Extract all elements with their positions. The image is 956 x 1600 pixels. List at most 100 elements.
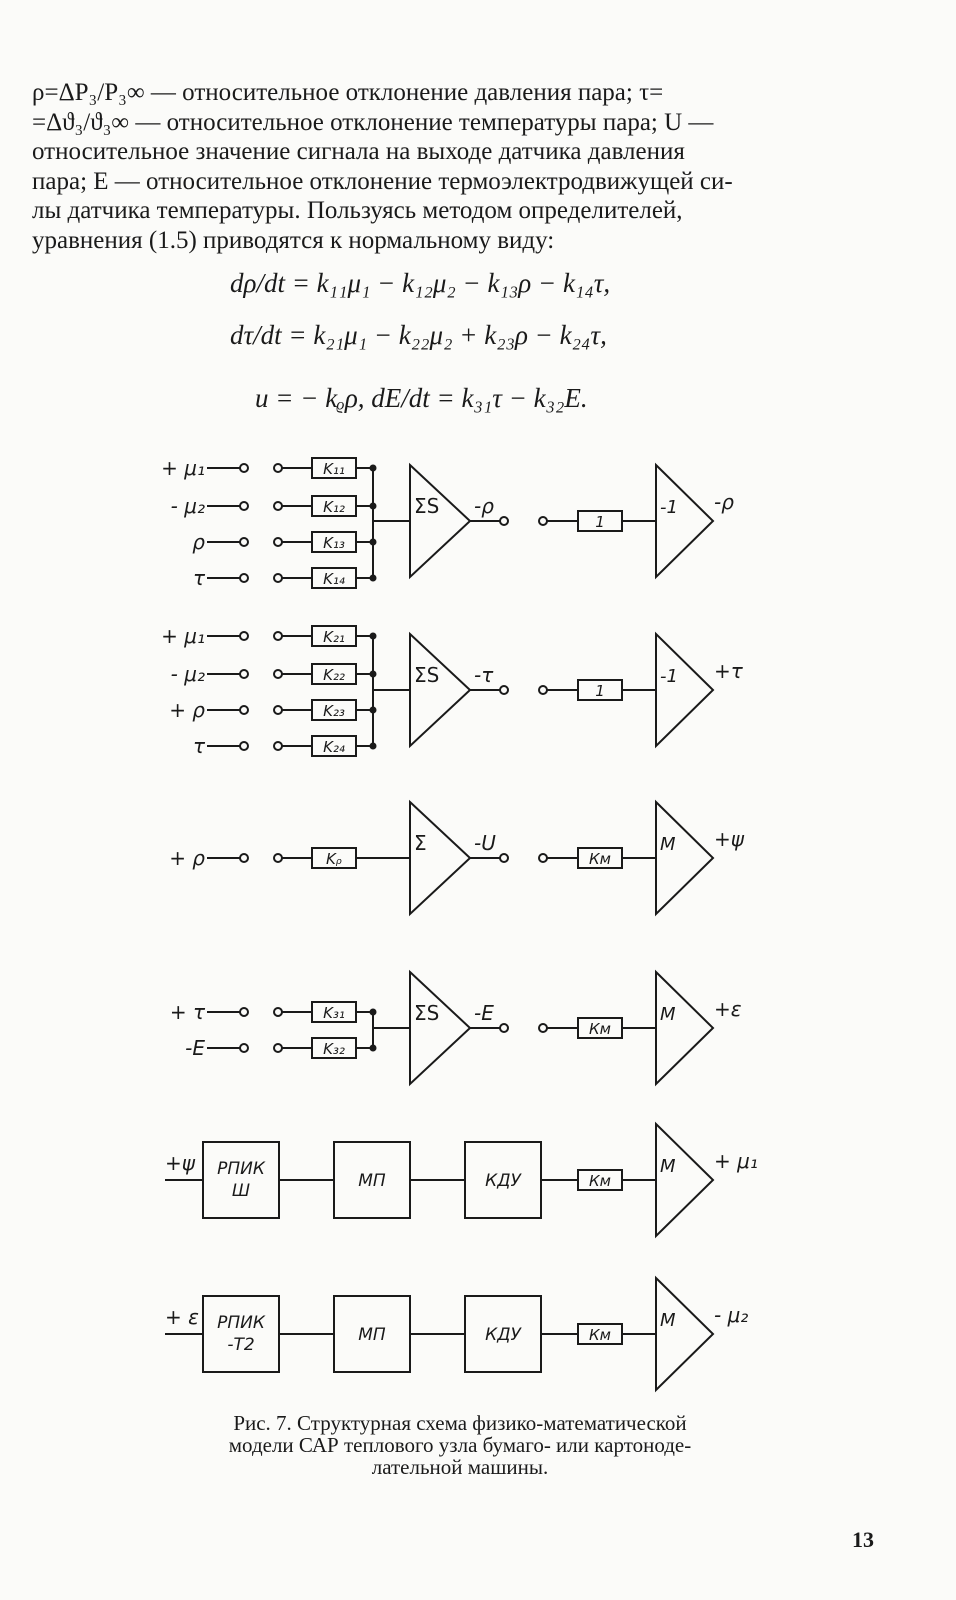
body-line: ρ=ΔP₃/P₃∞ — относительное отклонение дав… [32,79,664,106]
kdu-label: КДУ [485,1171,522,1191]
amplifier-triangle [655,1121,715,1239]
converter-block [202,1295,280,1373]
input-label: - μ₂ [171,494,205,518]
terminal [273,705,283,715]
converter-label: Ш [232,1181,250,1201]
terminal [538,853,548,863]
input-label: + μ₁ [161,456,205,480]
gain-label: K₂₃ [323,702,345,720]
body-line: =Δϑ₃/ϑ₃∞ — относительное отклонение темп… [32,108,714,136]
terminal [499,685,509,695]
body-line: пара; Е — относительное отклонение термо… [32,167,733,195]
junction-dot [369,706,377,714]
summer-label: Σ [414,831,427,855]
amplifier-label: М [660,1310,676,1331]
chain-input-label: + ε [165,1305,199,1329]
junction-dot [369,538,377,546]
terminal [273,573,283,583]
summer-output-label: -Е [474,1001,494,1025]
terminal [239,573,249,583]
terminal [239,463,249,473]
input-label: -Е [185,1036,205,1060]
input-label: + ρ [169,698,205,722]
equation-2: dτ/dt = k₂₁μ₁ − k₂₂μ₂ + k₂₃ρ − k₂₄τ, [230,320,607,350]
summer-triangle [409,969,472,1087]
amplifier-label: М [660,834,676,855]
converter-label: РПИК [217,1313,266,1333]
figure-caption: Рис. 7. Структурная схема физико-математ… [160,1412,760,1478]
amplifier-label: М [660,1004,676,1025]
terminal [239,669,249,679]
chain-output-label: - μ₂ [714,1303,748,1327]
junction-dot [369,464,377,472]
body-line: относительное значение сигнала на выходе… [32,138,685,165]
amplifier-triangle [655,462,715,580]
gain-label: K₂₁ [323,628,345,646]
summer-output-label: -τ [474,663,494,687]
terminal [499,1023,509,1033]
terminal [273,741,283,751]
junction-dot [369,670,377,678]
converter-label: РПИК [217,1159,266,1179]
terminal [499,516,509,526]
junction-dot [369,574,377,582]
body-line: лы датчика температуры. Пользуясь методо… [32,197,683,224]
terminal [239,631,249,641]
junction-dot [369,1008,377,1016]
page-number: 13 [852,1527,874,1552]
mp-block [333,1141,411,1219]
terminal [239,705,249,715]
summer-label: ΣS [414,494,439,518]
terminal [273,1007,283,1017]
gain-label: 1 [595,513,605,531]
amplifier-triangle [655,969,715,1087]
input-label: τ [193,734,206,758]
gain-label: Км [589,1326,611,1344]
terminal [239,537,249,547]
caption-line: модели САР теплового узла бумаго- или ка… [228,1433,692,1457]
terminal [239,1043,249,1053]
gain-label: K₂₂ [323,666,345,684]
terminal [538,685,548,695]
caption-line: Рис. 7. Структурная схема физико-математ… [233,1411,687,1435]
amplifier-output-label: +ε [714,997,742,1021]
kdu-label: КДУ [485,1325,522,1345]
terminal [273,463,283,473]
converter-block [202,1141,280,1219]
body-line: уравнения (1.5) приводятся к нормальному… [32,226,555,254]
amplifier-output-label: +ψ [714,827,745,851]
summer-output-label: -ρ [474,494,494,518]
terminal [239,1007,249,1017]
junction-dot [369,1044,377,1052]
equation-1: dρ/dt = k₁₁μ₁ − k₁₂μ₂ − k₁₃ρ − k₁₄τ, [230,268,611,298]
mp-label: МП [358,1325,386,1345]
junction-dot [369,502,377,510]
gain-label: K₁₄ [323,570,345,588]
gain-label: K₁₂ [323,498,345,516]
terminal [273,537,283,547]
terminal [273,669,283,679]
gain-label: Км [589,1172,611,1190]
terminal [273,853,283,863]
gain-label: K₃₂ [323,1040,345,1058]
terminal [538,516,548,526]
kdu-block [464,1141,542,1219]
chain-output-label: + μ₁ [714,1149,758,1173]
terminal [538,1023,548,1033]
amplifier-triangle [655,631,715,749]
mp-label: МП [358,1171,386,1191]
amplifier-label: -1 [660,666,678,687]
gain-label: Kᵨ [326,850,342,868]
summer-label: ΣS [414,1001,439,1025]
terminal [239,501,249,511]
terminal [239,741,249,751]
converter-label: -Т2 [227,1335,254,1355]
terminal [239,853,249,863]
input-label: - μ₂ [171,662,205,686]
amplifier-triangle [655,1275,715,1393]
terminal [273,501,283,511]
junction-dot [369,742,377,750]
summer-output-label: -U [474,831,496,855]
amplifier-triangle [655,799,715,917]
